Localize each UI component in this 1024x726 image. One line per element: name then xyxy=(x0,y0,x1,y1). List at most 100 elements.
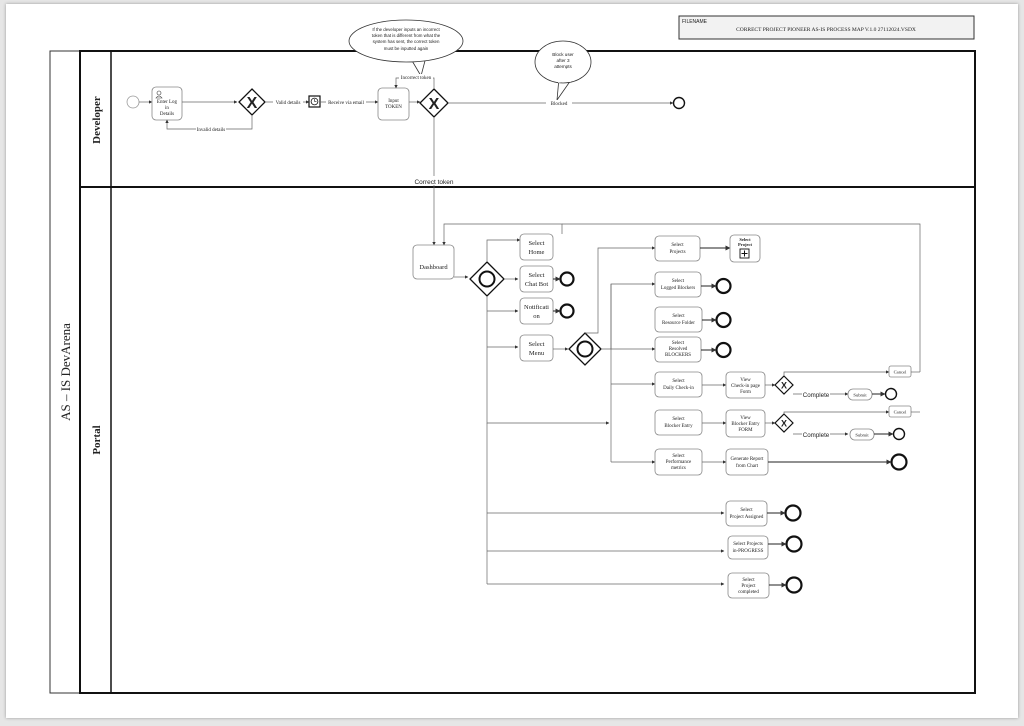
callout-incorrect-token: If the developer inputs an incorrect tok… xyxy=(348,19,464,78)
label-incorrect-token: Incorrect token xyxy=(401,76,432,81)
gateway-checkin: X xyxy=(774,375,794,395)
svg-text:Enter Log: Enter Log xyxy=(157,100,178,105)
svg-text:Submit: Submit xyxy=(853,393,867,398)
callout-line: after 3 xyxy=(556,58,569,63)
svg-text:Select: Select xyxy=(672,279,685,284)
task-select-resolved-blockers: Select Resolved BLOCKERS xyxy=(654,336,702,363)
task-select-menu: Select Menu xyxy=(519,334,554,362)
svg-text:Select: Select xyxy=(672,314,685,319)
end-event-notification xyxy=(559,303,575,319)
svg-text:in-PROGRESS: in-PROGRESS xyxy=(733,549,764,554)
svg-text:Dashboard: Dashboard xyxy=(419,264,448,271)
end-event-project-assigned xyxy=(784,504,802,522)
end-event-blocker xyxy=(892,427,906,441)
svg-text:Select: Select xyxy=(529,272,545,279)
exclusive-gateway-icon: X xyxy=(781,381,787,391)
svg-text:TOKEN: TOKEN xyxy=(385,105,402,110)
callout-line: must be inputted again xyxy=(384,46,429,51)
task-select-resource-folder: Select Resource Folder xyxy=(654,306,703,333)
svg-text:Submit: Submit xyxy=(855,433,869,438)
callout-block-user: Block user after 3 attempts xyxy=(534,40,592,102)
svg-text:Cancel: Cancel xyxy=(894,370,907,375)
label-receive-email: Receive via email xyxy=(328,101,364,106)
task-select-chat-bot: Select Chat Bot xyxy=(519,265,554,293)
gateway-main-menu xyxy=(469,261,505,297)
svg-text:Project: Project xyxy=(738,242,752,247)
process-map-diagram: FILENAME CORRECT PROJECT PIONEER AS-IS P… xyxy=(49,15,976,694)
svg-text:Resource Folder: Resource Folder xyxy=(662,321,695,326)
gateway-blocker: X xyxy=(774,413,794,433)
end-event-logged-blockers xyxy=(715,277,732,295)
svg-text:Select: Select xyxy=(672,454,685,459)
developer-lane: Developer xyxy=(79,50,976,188)
svg-text:metrics: metrics xyxy=(671,466,686,471)
svg-text:Notificati: Notificati xyxy=(524,304,549,311)
svg-text:Generate Report: Generate Report xyxy=(731,457,765,462)
portal-lane: Portal xyxy=(79,186,976,694)
svg-text:Performance: Performance xyxy=(666,460,692,465)
exclusive-gateway-icon: X xyxy=(781,419,787,429)
svg-text:Logged Blockers: Logged Blockers xyxy=(661,286,695,291)
end-event-resource-folder xyxy=(715,311,732,329)
exclusive-gateway-icon: X xyxy=(247,95,258,112)
task-cancel-checkin: Cancel xyxy=(888,365,912,378)
svg-text:Daily Check-in: Daily Check-in xyxy=(663,386,694,391)
svg-text:Form: Form xyxy=(740,390,751,395)
svg-text:Details: Details xyxy=(160,112,174,117)
svg-text:Select: Select xyxy=(529,240,545,247)
page: FILENAME CORRECT PROJECT PIONEER AS-IS P… xyxy=(6,4,1018,718)
callout-line: If the developer inputs an incorrect xyxy=(372,27,440,32)
label-invalid-details: Invalid details xyxy=(197,128,226,133)
svg-text:in: in xyxy=(165,106,169,111)
filename-box: FILENAME CORRECT PROJECT PIONEER AS-IS P… xyxy=(678,15,975,40)
svg-text:Select: Select xyxy=(739,237,751,242)
svg-text:Input: Input xyxy=(388,99,399,104)
task-select-project-assigned: Select Project Assigned xyxy=(725,500,768,527)
callout-line: attempts xyxy=(554,64,572,69)
label-correct-token: Correct token xyxy=(414,179,453,186)
svg-text:Blocker Entry: Blocker Entry xyxy=(664,424,693,429)
inclusive-gateway-icon xyxy=(576,340,594,358)
svg-text:BLOCKERS: BLOCKERS xyxy=(665,353,691,358)
task-select-projects: Select Projects xyxy=(654,235,701,262)
lane-portal-title: Portal xyxy=(91,425,103,454)
task-submit-blocker: Submit xyxy=(849,428,875,441)
task-select-projects-in-progress: Select Projects in-PROGRESS xyxy=(727,535,769,560)
inclusive-gateway-icon xyxy=(478,270,496,288)
svg-text:Chat Bot: Chat Bot xyxy=(525,281,548,288)
task-select-logged-blockers: Select Logged Blockers xyxy=(654,271,702,298)
svg-text:Select: Select xyxy=(742,578,755,583)
task-submit-checkin: Submit xyxy=(847,388,873,401)
label-valid-details: Valid details xyxy=(276,101,301,106)
svg-text:Projects: Projects xyxy=(669,250,685,255)
svg-text:Select: Select xyxy=(529,341,545,348)
label-blocked: Blocked xyxy=(551,102,568,107)
gateway-validate-details: X xyxy=(238,88,266,116)
end-event-project-completed xyxy=(785,576,803,594)
svg-text:Select: Select xyxy=(671,243,684,248)
task-select-daily-checkin: Select Daily Check-in xyxy=(654,371,703,398)
filename-text: CORRECT PROJECT PIONEER AS-IS PROCESS MA… xyxy=(736,27,916,33)
svg-text:Cancel: Cancel xyxy=(894,410,907,415)
task-input-token: Input TOKEN xyxy=(377,87,410,121)
svg-text:Check-in page: Check-in page xyxy=(731,384,761,389)
svg-text:completed: completed xyxy=(738,590,759,595)
timer-event xyxy=(308,95,321,108)
svg-text:Resolved: Resolved xyxy=(669,347,688,352)
callout-line: Block user xyxy=(552,52,574,57)
svg-text:from Chart: from Chart xyxy=(736,464,759,469)
svg-text:Menu: Menu xyxy=(529,350,545,357)
svg-text:Select: Select xyxy=(672,341,685,346)
filename-label: FILENAME xyxy=(682,19,708,25)
svg-text:Select: Select xyxy=(672,379,685,384)
subprocess-select-project: Select Project xyxy=(729,234,761,263)
gateway-token-check: X xyxy=(419,88,449,118)
task-generate-report: Generate Report from Chart xyxy=(725,448,769,476)
end-event-projects-in-progress xyxy=(785,535,803,553)
label-complete-checkin: Complete xyxy=(803,392,830,399)
end-event-report xyxy=(890,453,908,471)
end-event-blocked xyxy=(672,96,686,110)
clock-icon xyxy=(310,97,319,106)
gateway-menu-options xyxy=(568,332,602,366)
task-dashboard: Dashboard xyxy=(412,244,455,280)
